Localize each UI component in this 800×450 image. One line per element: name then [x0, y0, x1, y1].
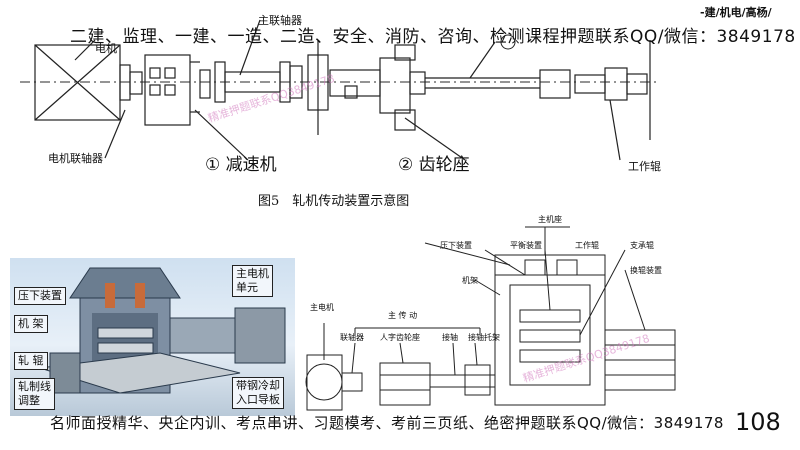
label-work-roll: 工作辊 — [628, 160, 661, 173]
page-number: 108 — [735, 408, 781, 436]
label-main-coupling: 主联轴器 — [258, 14, 302, 27]
callout-roll: 轧 辊 — [14, 352, 48, 370]
callout-guide: 带钢冷却 入口导板 — [232, 377, 284, 409]
cad-label-shaft-bracket: 接轴托架 — [468, 333, 500, 342]
cad-label-main-seat: 主机座 — [538, 215, 562, 224]
rolling-mill-illustration — [39, 267, 286, 394]
callout-press-device: 压下装置 — [14, 287, 66, 305]
figure5-caption: 图5 轧机传动装置示意图 — [258, 194, 410, 209]
callout-main-motor: 主电机 单元 — [232, 265, 273, 297]
cad-label-work-roll: 工作辊 — [575, 241, 599, 250]
cad-label-coupling: 联轴器 — [340, 333, 364, 342]
top-contact-banner: 二建、监理、一建、一造、二造、安全、消防、咨询、检测课程押题联系QQ/微信：38… — [70, 27, 796, 47]
cad-label-connecting-shaft: 接轴 — [442, 333, 458, 342]
label-motor-coupling: 电机联轴器 — [48, 152, 103, 165]
cad-label-support-roll: 支承辊 — [630, 241, 654, 250]
label-reducer: ① 减速机 — [205, 155, 277, 175]
cad-label-roll-change: 换辊装置 — [630, 266, 662, 275]
top-right-tagline: -建/机电/高杨/ — [700, 6, 772, 19]
cad-label-frame: 机架 — [462, 276, 478, 285]
cad-label-main-motor: 主电机 — [310, 303, 334, 312]
figure5-drawing — [20, 19, 660, 161]
label-gear-seat: ② 齿轮座 — [398, 155, 470, 175]
callout-roll-adjust: 轧制线 调整 — [14, 378, 55, 410]
cad-label-herringbone-gear-seat: 人字齿轮座 — [380, 333, 420, 342]
rolling-mill-cad-drawing — [305, 226, 676, 411]
cad-label-press-device: 压下装置 — [440, 241, 472, 250]
cad-label-balance-device: 平衡装置 — [510, 241, 542, 250]
cad-label-main-drive: 主 传 动 — [388, 311, 418, 320]
label-motor: 电机 — [95, 42, 117, 55]
callout-frame: 机 架 — [14, 315, 48, 333]
bottom-contact-banner: 名师面授精华、央企内训、考点串讲、习题模考、考前三页纸、绝密押题联系QQ/微信：… — [50, 414, 724, 432]
